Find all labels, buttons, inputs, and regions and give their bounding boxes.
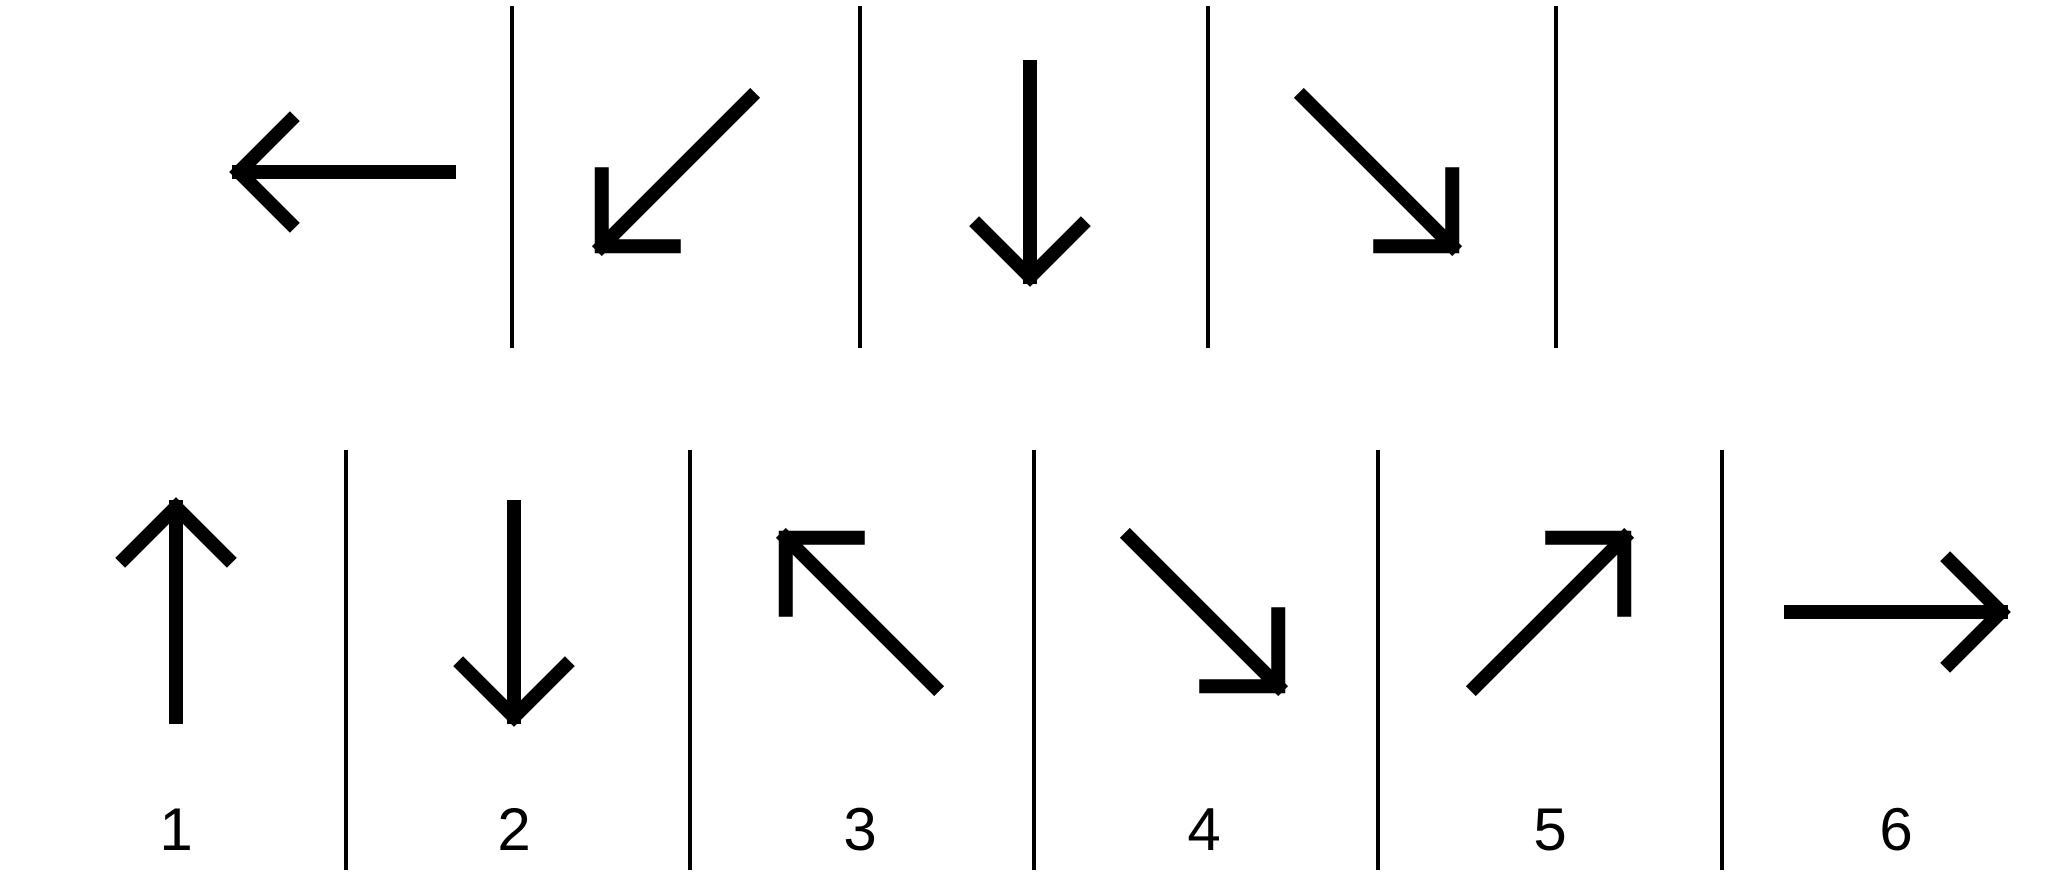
arrow-left-icon: [229, 111, 456, 233]
option-label-3: 3: [843, 796, 877, 863]
option-label-6: 6: [1879, 796, 1913, 863]
sequence-divider-3: [1206, 6, 1210, 348]
arrow-head: [969, 216, 1091, 287]
arrow-head: [453, 656, 575, 727]
options-row: [115, 497, 2011, 727]
sequence-divider-4: [1554, 6, 1558, 348]
sequence-divider-1: [510, 6, 514, 348]
arrow-head: [1940, 551, 2011, 673]
cell-dividers: [344, 6, 1724, 870]
arrow-head: [778, 530, 865, 617]
arrow-up-left-icon: [775, 527, 945, 697]
option-divider-5: [1720, 450, 1724, 870]
arrow-head: [1199, 607, 1286, 694]
arrow-shaft: [1293, 87, 1463, 257]
arrow-head: [229, 111, 300, 233]
option-divider-2: [688, 450, 692, 870]
arrow-down-left-icon: [591, 87, 761, 257]
option-divider-1: [344, 450, 348, 870]
sequence-row: [229, 60, 1463, 287]
sequence-divider-2: [858, 6, 862, 348]
arrow-up-right-icon: [1465, 527, 1635, 697]
arrow-down-right-icon: [1293, 87, 1463, 257]
arrow-shaft: [775, 527, 945, 697]
arrow-shaft: [1465, 527, 1635, 697]
arrow-down-icon: [969, 60, 1091, 287]
option-label-2: 2: [497, 796, 531, 863]
arrow-down-right-icon: [1119, 527, 1289, 697]
arrow-down-icon: [453, 500, 575, 727]
arrow-head: [1373, 167, 1460, 254]
option-divider-4: [1376, 450, 1380, 870]
arrow-head: [594, 167, 681, 254]
option-label-1: 1: [159, 796, 193, 863]
option-label-4: 4: [1187, 796, 1221, 863]
arrow-shaft: [591, 87, 761, 257]
arrow-up-icon: [115, 497, 237, 724]
option-label-5: 5: [1533, 796, 1567, 863]
arrow-shaft: [1119, 527, 1289, 697]
arrow-head: [1545, 530, 1632, 617]
arrow-head: [115, 497, 237, 568]
arrow-right-icon: [1784, 551, 2011, 673]
option-divider-3: [1032, 450, 1036, 870]
